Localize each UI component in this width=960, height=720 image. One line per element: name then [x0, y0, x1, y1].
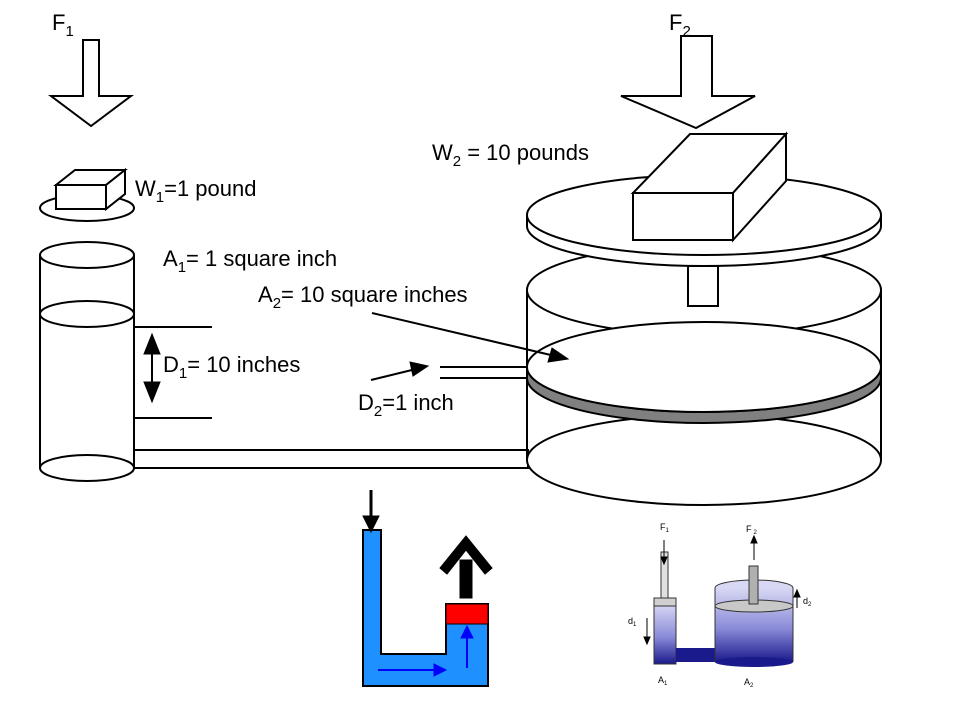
large-piston — [526, 321, 882, 424]
f2-force-arrow — [620, 35, 756, 130]
small-cylinder — [39, 241, 135, 482]
d1-label: D1= 10 inches — [163, 352, 300, 382]
small-d2-label: d2 — [803, 596, 812, 608]
d2-dimension — [370, 361, 528, 381]
f2-label: F2 — [669, 10, 691, 40]
w2-label: W2 = 10 pounds — [432, 140, 589, 170]
a2-label: A2= 10 square inches — [258, 282, 468, 312]
small-d1-label: d1 — [628, 616, 637, 628]
u-tube-diagram — [362, 490, 493, 687]
w2-weight — [630, 131, 789, 243]
flow-arrows — [378, 624, 474, 677]
small-a1-label: A1 — [658, 675, 668, 687]
f1-force-arrow — [48, 39, 134, 128]
input-force-arrow — [362, 490, 380, 534]
f1-label: F1 — [52, 10, 74, 40]
output-force-arrow — [439, 535, 493, 599]
w1-label: W1=1 pound — [135, 176, 256, 206]
small-f1-label: F1 — [660, 522, 670, 534]
small-a2-label: A2 — [744, 677, 754, 689]
connecting-pipe — [133, 449, 529, 469]
piston-rod — [687, 265, 719, 307]
d2-label: D2=1 inch — [358, 390, 454, 420]
w1-weight — [39, 167, 135, 222]
a2-pointer — [371, 312, 570, 363]
output-piston — [445, 603, 489, 625]
d1-dimension — [134, 326, 212, 419]
a1-label: A1= 1 square inch — [163, 246, 337, 276]
